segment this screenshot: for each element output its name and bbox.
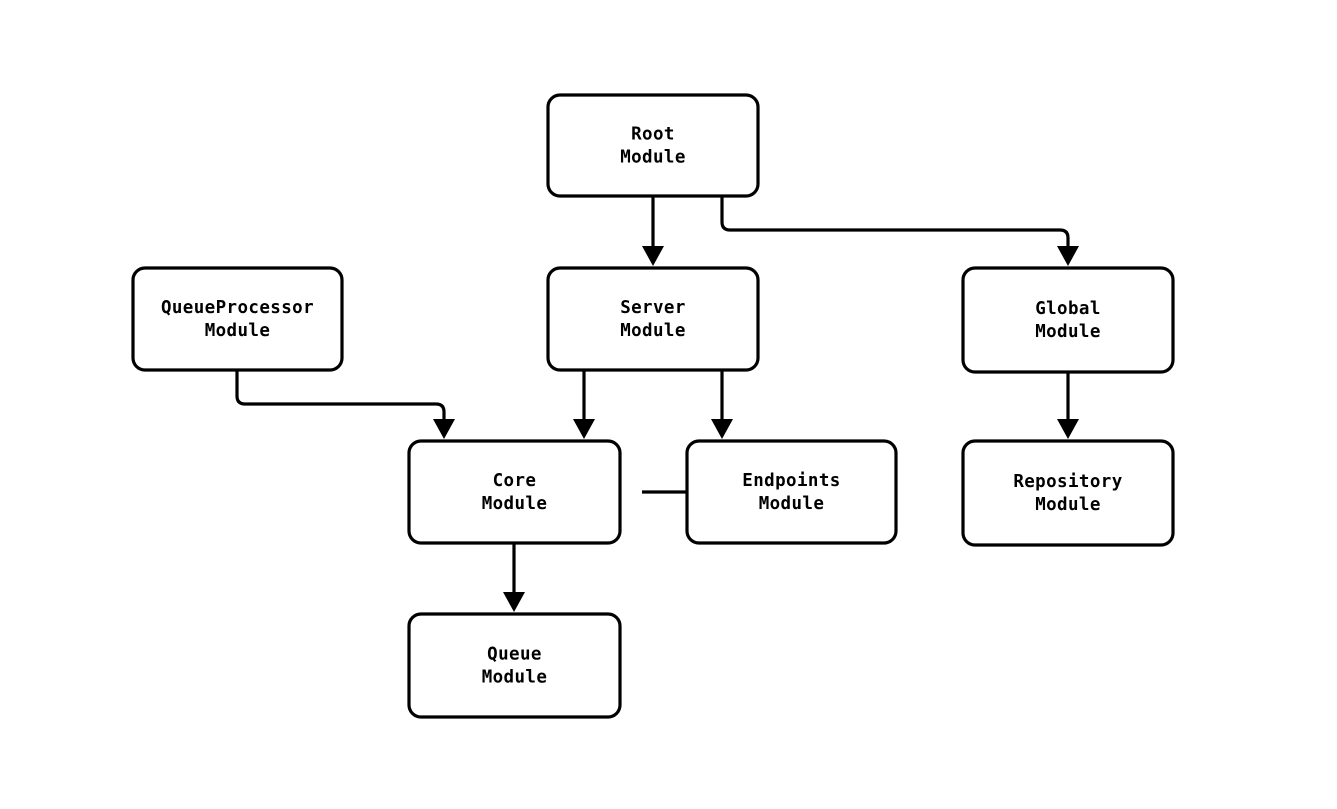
node-label-global-line1: Global: [1035, 299, 1101, 319]
node-label-server-line2: Module: [620, 321, 686, 341]
node-label-queueprocessor-line1: QueueProcessor: [161, 298, 314, 318]
node-label-repository-line1: Repository: [1013, 472, 1122, 492]
node-label-server-line1: Server: [620, 298, 686, 318]
node-label-root-line2: Module: [620, 148, 686, 168]
arrowheads-layer: [433, 246, 1079, 612]
edges-layer: [235, 196, 1070, 592]
edge-root-to-global: [720, 196, 1070, 246]
arrow-into-repository: [1057, 419, 1079, 439]
node-box-queue[interactable]: [407, 612, 622, 719]
node-box-root[interactable]: [546, 93, 760, 198]
node-label-root-line1: Root: [631, 125, 675, 145]
arrow-into-queue: [503, 592, 525, 612]
node-label-core-line2: Module: [482, 494, 548, 514]
node-box-server[interactable]: [546, 266, 760, 372]
arrow-into-core-mid: [573, 419, 595, 439]
node-label-global-line2: Module: [1035, 322, 1101, 342]
node-label-queue-line1: Queue: [487, 645, 542, 665]
node-box-core[interactable]: [407, 439, 622, 545]
node-label-queue-line2: Module: [482, 668, 548, 688]
node-label-repository-line2: Module: [1035, 495, 1101, 515]
nodes-layer: RootModuleQueueProcessorModuleServerModu…: [131, 93, 1175, 719]
node-box-queueprocessor[interactable]: [131, 266, 344, 372]
edge-queueprocessor-to-core: [235, 370, 446, 419]
node-label-queueprocessor-line2: Module: [205, 321, 271, 341]
arrow-into-global: [1057, 246, 1079, 266]
node-label-core-line1: Core: [493, 471, 537, 491]
node-box-global[interactable]: [961, 266, 1175, 374]
node-label-endpoints-line2: Module: [759, 494, 825, 514]
node-box-repository[interactable]: [961, 439, 1175, 547]
arrow-into-core-left: [433, 419, 455, 439]
node-box-endpoints[interactable]: [685, 439, 898, 545]
arrow-into-server: [642, 246, 664, 266]
node-label-endpoints-line1: Endpoints: [742, 471, 840, 491]
arrow-into-endpoints: [711, 419, 733, 439]
